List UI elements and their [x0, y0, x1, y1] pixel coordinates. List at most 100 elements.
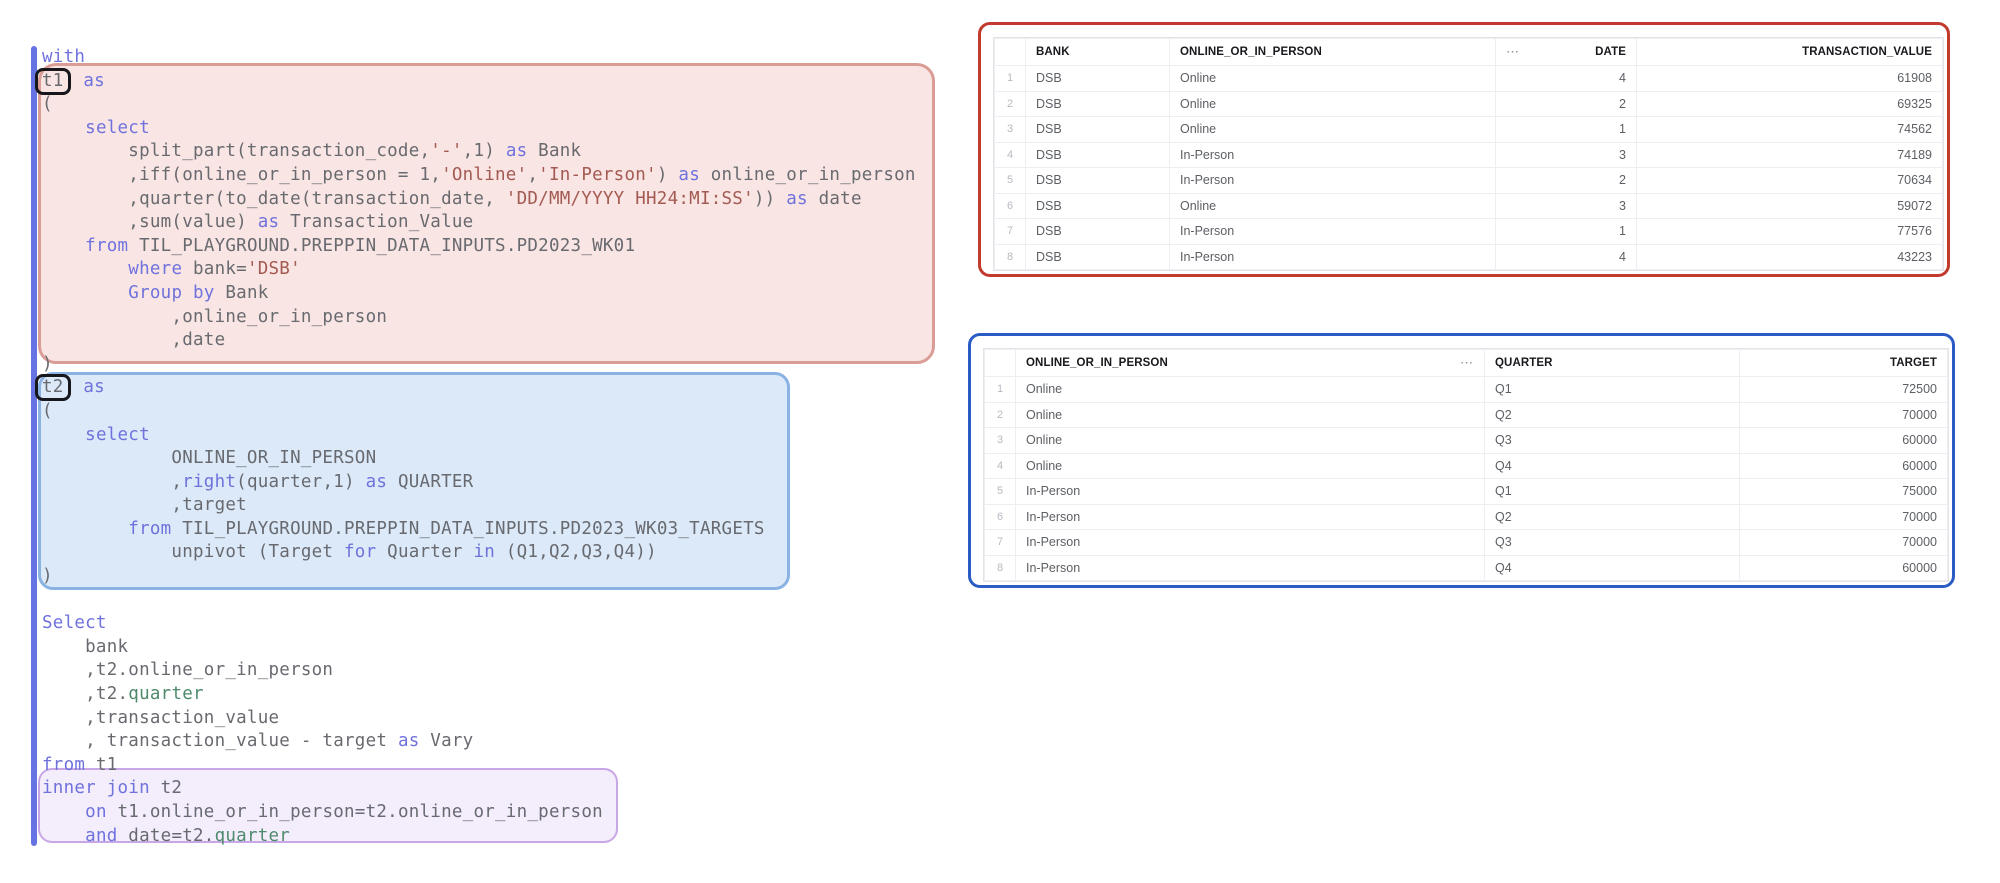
table-cell: 70000 [1739, 503, 1948, 530]
table-cell: Online [1015, 376, 1485, 403]
table-cell: 77576 [1636, 218, 1943, 245]
table-cell: 60000 [1739, 427, 1948, 454]
table-cell: Q4 [1484, 452, 1740, 479]
code-line: t2 as [35, 374, 916, 402]
code-token: Select [42, 613, 107, 634]
row-number: 1 [994, 65, 1026, 92]
code-token: (Q1,Q2,Q3,Q4)) [495, 542, 657, 563]
code-token: as [678, 164, 700, 185]
code-token [42, 236, 85, 256]
column-menu-icon[interactable]: ⋯ [1506, 44, 1520, 59]
table-cell: 70634 [1636, 167, 1943, 194]
column-header-date[interactable]: ⋯DATE [1495, 38, 1637, 66]
code-token: quarter [128, 684, 204, 705]
column-header-online_or_in_person[interactable]: ONLINE_OR_IN_PERSON [1169, 38, 1496, 66]
table-cell: In-Person [1169, 141, 1496, 168]
table-cell: DSB [1025, 243, 1170, 270]
code-line: ) [42, 353, 916, 377]
code-token: 'DSB' [246, 259, 301, 280]
code-line: ) [42, 565, 916, 589]
code-line: ONLINE_OR_IN_PERSON [42, 447, 916, 471]
code-token: where [128, 259, 183, 280]
code-token: ( [42, 94, 53, 115]
code-line: , transaction_value - target as Vary [42, 730, 916, 754]
row-number: 1 [984, 376, 1016, 403]
code-token: 'In-Person' [538, 164, 657, 185]
row-number: 3 [984, 427, 1016, 454]
code-token: QUARTER [387, 471, 474, 492]
code-line: ( [42, 400, 916, 424]
table-cell: 43223 [1636, 243, 1943, 270]
code-line: ,right(quarter,1) as QUARTER [42, 471, 916, 495]
code-token: , transaction_value - target [42, 731, 398, 752]
code-token: ( [42, 400, 53, 421]
code-token: with [42, 47, 86, 67]
column-header-bank[interactable]: BANK [1025, 38, 1170, 66]
row-number: 6 [984, 503, 1016, 530]
table-cell: Online [1015, 452, 1485, 479]
code-line: where bank='DSB' [42, 258, 916, 282]
code-token [42, 802, 85, 822]
column-header-transaction_value[interactable]: TRANSACTION_VALUE [1636, 38, 1943, 66]
code-line: ,quarter(to_date(transaction_date, 'DD/M… [42, 188, 916, 212]
column-label: ONLINE_OR_IN_PERSON [1180, 46, 1322, 58]
header-row: BANK ONLINE_OR_IN_PERSON ⋯DATE TRANSACTION_… [994, 38, 1943, 66]
row-number: 6 [994, 192, 1026, 219]
table-cell: Q4 [1484, 554, 1740, 581]
code-token: for [344, 542, 377, 563]
code-token: ) [42, 566, 53, 587]
code-line: and date=t2.quarter [42, 825, 916, 849]
column-label: TRANSACTION_VALUE [1802, 46, 1932, 58]
column-label: BANK [1036, 46, 1070, 58]
code-token: quarter [214, 825, 291, 846]
table-cell: 59072 [1636, 192, 1943, 219]
table-cell: 74562 [1636, 116, 1943, 143]
column-header-online_or_in_person[interactable]: ONLINE_OR_IN_PERSON⋯ [1015, 349, 1485, 377]
table-cell: Online [1169, 90, 1496, 117]
code-line: ,iff(online_or_in_person = 1,'Online','I… [42, 164, 916, 188]
table-cell: Q1 [1484, 376, 1740, 403]
table-cell: 3 [1495, 141, 1637, 168]
table-cell: Q3 [1484, 427, 1740, 454]
table-cell: DSB [1025, 141, 1170, 168]
t1-cte-annotation-box [38, 63, 935, 364]
column-header-quarter[interactable]: QUARTER [1484, 349, 1740, 377]
code-token: '-' [430, 141, 463, 162]
code-token [42, 259, 128, 279]
code-token [73, 377, 84, 397]
code-line: ,t2.online_or_in_person [42, 659, 916, 683]
column-label: TARGET [1889, 357, 1937, 369]
code-token [42, 519, 128, 539]
code-line: bank [42, 636, 916, 660]
code-token: , [527, 164, 539, 185]
code-line: from t1 [42, 754, 916, 778]
table-cell: 70000 [1739, 529, 1948, 556]
code-token: Bank [527, 141, 582, 162]
table-cell: In-Person [1169, 167, 1496, 194]
code-token: ,iff(online_or_in_person = 1, [42, 164, 442, 185]
code-token: in [473, 542, 496, 563]
t1-result-grid-panel: BANK ONLINE_OR_IN_PERSON ⋯DATE TRANSACTION_… [978, 22, 1950, 277]
t2-cte-annotation-box [38, 372, 790, 590]
table-cell: DSB [1025, 116, 1170, 143]
column-menu-icon[interactable]: ⋯ [1460, 355, 1474, 370]
code-token: on [85, 802, 107, 822]
code-token: as [505, 141, 528, 162]
table-cell: 1 [1495, 116, 1637, 143]
inner-join-annotation-box [38, 768, 618, 843]
table-cell: 4 [1495, 65, 1637, 92]
code-line: t1 as [35, 67, 916, 95]
code-token [42, 118, 85, 138]
code-token: and [85, 825, 118, 846]
code-token: 'DD/MM/YYYY HH24:MI:SS' [505, 188, 754, 209]
column-header-target[interactable]: TARGET [1739, 349, 1948, 377]
code-token: as [83, 377, 105, 398]
